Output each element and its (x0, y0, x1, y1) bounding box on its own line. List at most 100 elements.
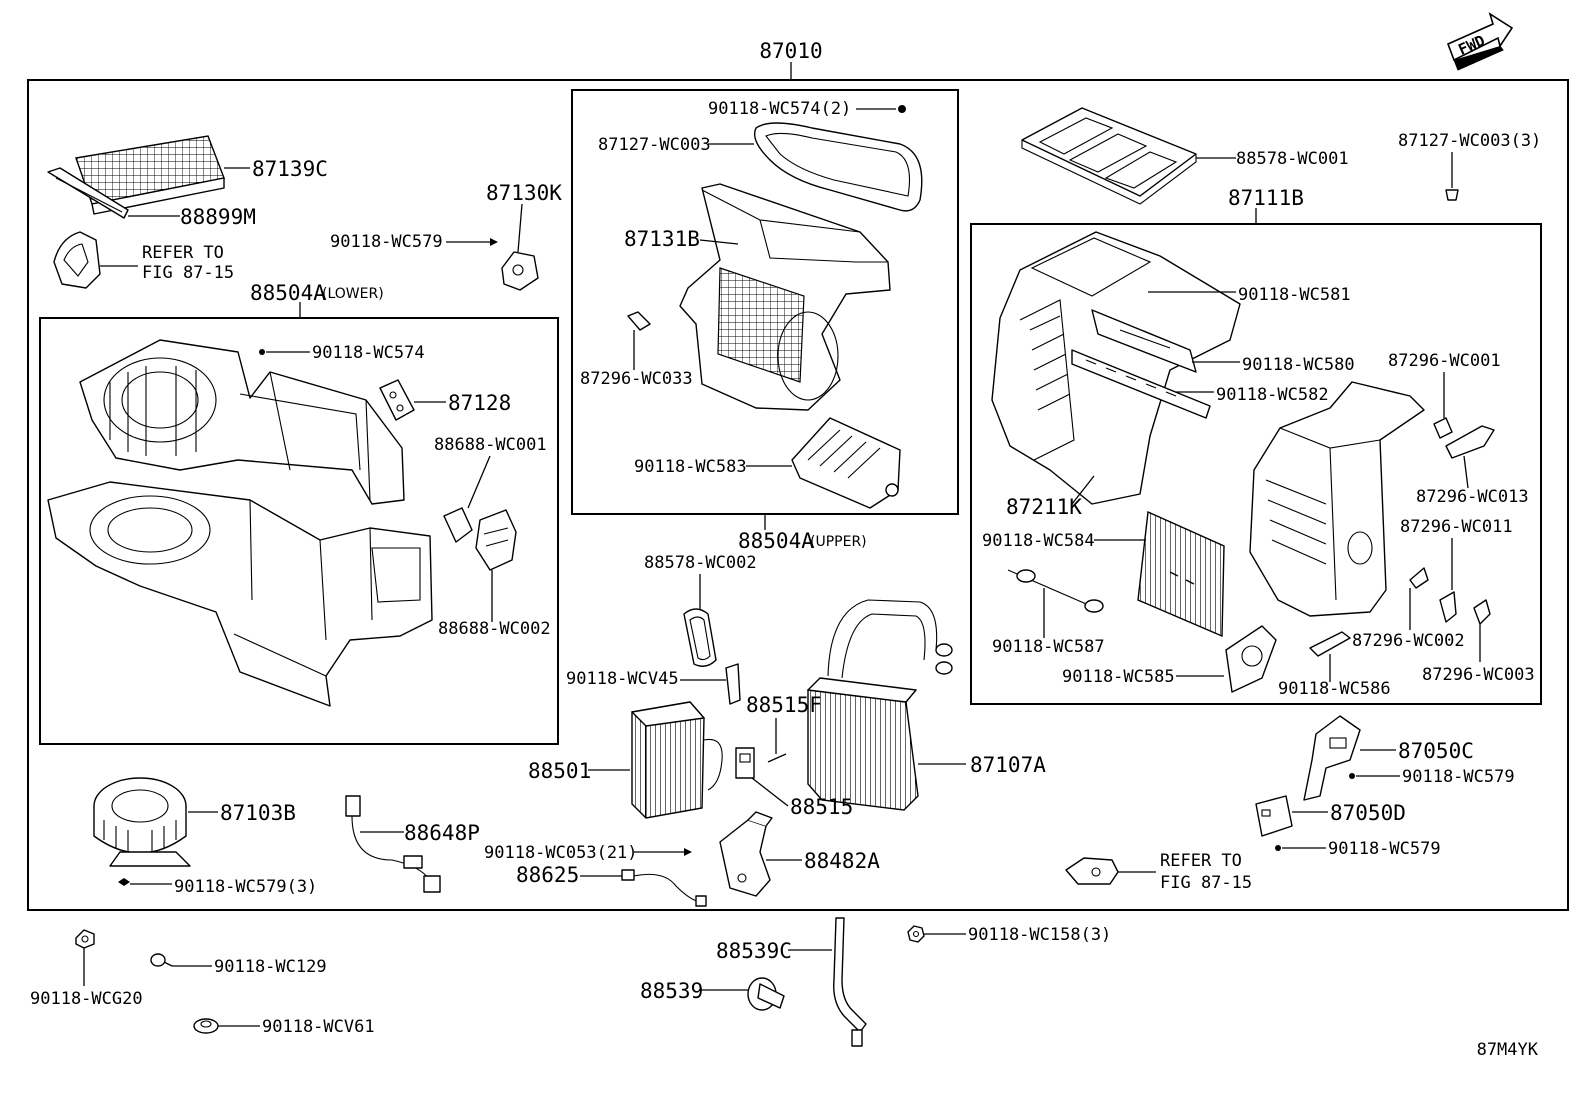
lower-case-bottom-drawing (47, 481, 433, 707)
label-87127-WC003-3: 87127-WC003(3) (1398, 131, 1541, 151)
unit-case-left-drawing (991, 231, 1241, 505)
label-88688-WC001: 88688-WC001 (434, 435, 547, 455)
intake-case-drawing (679, 183, 891, 411)
label-90118-WC587: 90118-WC587 (992, 637, 1105, 657)
leader-87131B (699, 239, 739, 245)
seal-gasket-drawing (753, 122, 923, 212)
label-87296-WC002: 87296-WC002 (1352, 631, 1465, 651)
refer-note-bottom-right-line2: FIG 87-15 (1160, 873, 1252, 893)
label-90118-WC129: 90118-WC129 (214, 957, 327, 977)
heater-core-drawing (807, 599, 953, 811)
label-88482A: 88482A (804, 849, 880, 873)
screw-icon-rd (1275, 845, 1281, 851)
leader-87296-WC013 (1463, 455, 1469, 489)
screw-icon-center (684, 848, 692, 856)
label-90118-WC579-b: 90118-WC579 (1402, 767, 1515, 787)
lower-case-number: 88504A (250, 281, 326, 305)
label-87296-WC033: 87296-WC033 (580, 369, 693, 389)
label-90118-WCG20: 90118-WCG20 (30, 989, 143, 1009)
washer-icon-wcv61 (193, 1018, 219, 1034)
unit-case-right-drawing (1249, 381, 1425, 617)
label-88648P: 88648P (404, 821, 480, 845)
screw-icon (490, 238, 498, 246)
filter-cover-drawing (47, 167, 129, 219)
label-87050C: 87050C (1398, 739, 1474, 763)
main-assembly-number: 87010 (759, 39, 822, 63)
label-90118-WC579-3a: 90118-WC579(3) (174, 877, 317, 897)
refer-note-top-left-line2: FIG 87-15 (142, 263, 234, 283)
link-lever-drawing (443, 507, 517, 571)
evaporator-drawing (631, 701, 755, 819)
label-90118-WC579-c: 90118-WC579 (1328, 839, 1441, 859)
servo-pin-drawing (627, 311, 651, 331)
leader-88515 (751, 777, 789, 807)
servo-bracket-drawing (501, 251, 539, 291)
gasket-plate-drawing (379, 379, 415, 421)
main-assembly-frame (27, 79, 1569, 911)
label-87128: 87128 (448, 391, 511, 415)
drain-cap-drawing (747, 977, 785, 1011)
label-88625: 88625 (516, 863, 579, 887)
clip-drawing (725, 663, 741, 705)
label-90118-WC158-3: 90118-WC158(3) (968, 925, 1111, 945)
drain-hose-drawing (833, 917, 867, 1047)
label-87131B: 87131B (624, 227, 700, 251)
fwd-arrow-icon: FWD (1446, 12, 1514, 71)
leader-87130K (517, 203, 523, 253)
pin-drawing (767, 753, 787, 763)
lower-case-note: (LOWER) (322, 286, 384, 302)
screw-icon-lower (259, 349, 265, 355)
label-87130K: 87130K (486, 181, 562, 205)
label-90118-WC574-b: 90118-WC574 (312, 343, 425, 363)
refer-note-top-left-line1: REFER TO (142, 243, 224, 263)
thermistor-drawing (621, 869, 707, 907)
duct-adapter-drawing (53, 231, 101, 289)
label-88899M: 88899M (180, 205, 256, 229)
leader-88688-WC001 (467, 455, 491, 509)
label-90118-WC053-21: 90118-WC053(21) (484, 843, 638, 863)
catalog-code: 87M4YK (1477, 1040, 1539, 1060)
filter-element-drawing (75, 135, 225, 215)
label-90118-WC586: 90118-WC586 (1278, 679, 1391, 699)
label-90118-WC583: 90118-WC583 (634, 457, 747, 477)
label-87296-WC001: 87296-WC001 (1388, 351, 1501, 371)
bolt-icon-wc129 (150, 953, 173, 967)
refer-note-bottom-right-line1: REFER TO (1160, 851, 1242, 871)
nut-icon-wcg20 (75, 929, 95, 949)
label-90118-WC579-a: 90118-WC579 (330, 232, 443, 252)
servo-link-drawing-a (1433, 417, 1495, 459)
label-90118-WCV61: 90118-WCV61 (262, 1017, 375, 1037)
label-87139C: 87139C (252, 157, 328, 181)
filter-tray-drawing (1021, 107, 1197, 205)
link-gear-drawing (1225, 625, 1277, 693)
label-87050D: 87050D (1330, 801, 1406, 825)
label-90118-WC585: 90118-WC585 (1062, 667, 1175, 687)
servo-motor-drawing-c (1303, 715, 1361, 801)
label-88578-WC002: 88578-WC002 (644, 553, 757, 573)
nut-icon-wc158 (907, 925, 925, 943)
label-90118-WC581: 90118-WC581 (1238, 285, 1351, 305)
intake-door-drawing (791, 417, 901, 509)
servo-link-drawing-b (1409, 567, 1491, 625)
evap-seal-drawing (683, 608, 717, 667)
label-90118-WC580: 90118-WC580 (1242, 355, 1355, 375)
wire-harness-drawing (345, 795, 441, 893)
label-87296-WC013: 87296-WC013 (1416, 487, 1529, 507)
lower-case-top-drawing (79, 339, 405, 505)
aspirator-duct-drawing (1065, 857, 1119, 885)
label-88539C: 88539C (716, 939, 792, 963)
screw-icon-blower (118, 878, 130, 886)
blower-motor-drawing (93, 777, 191, 867)
label-88501: 88501 (528, 759, 591, 783)
label-88688-WC002: 88688-WC002 (438, 619, 551, 639)
label-88578-WC001: 88578-WC001 (1236, 149, 1349, 169)
label-90118-WCV45: 90118-WCV45 (566, 669, 679, 689)
label-87211K: 87211K (1006, 495, 1082, 519)
screw-icon-rc (1349, 773, 1355, 779)
label-88539: 88539 (640, 979, 703, 1003)
upper-case-number: 88504A (738, 529, 814, 553)
label-90118-WC584: 90118-WC584 (982, 531, 1095, 551)
label-87103B: 87103B (220, 801, 296, 825)
